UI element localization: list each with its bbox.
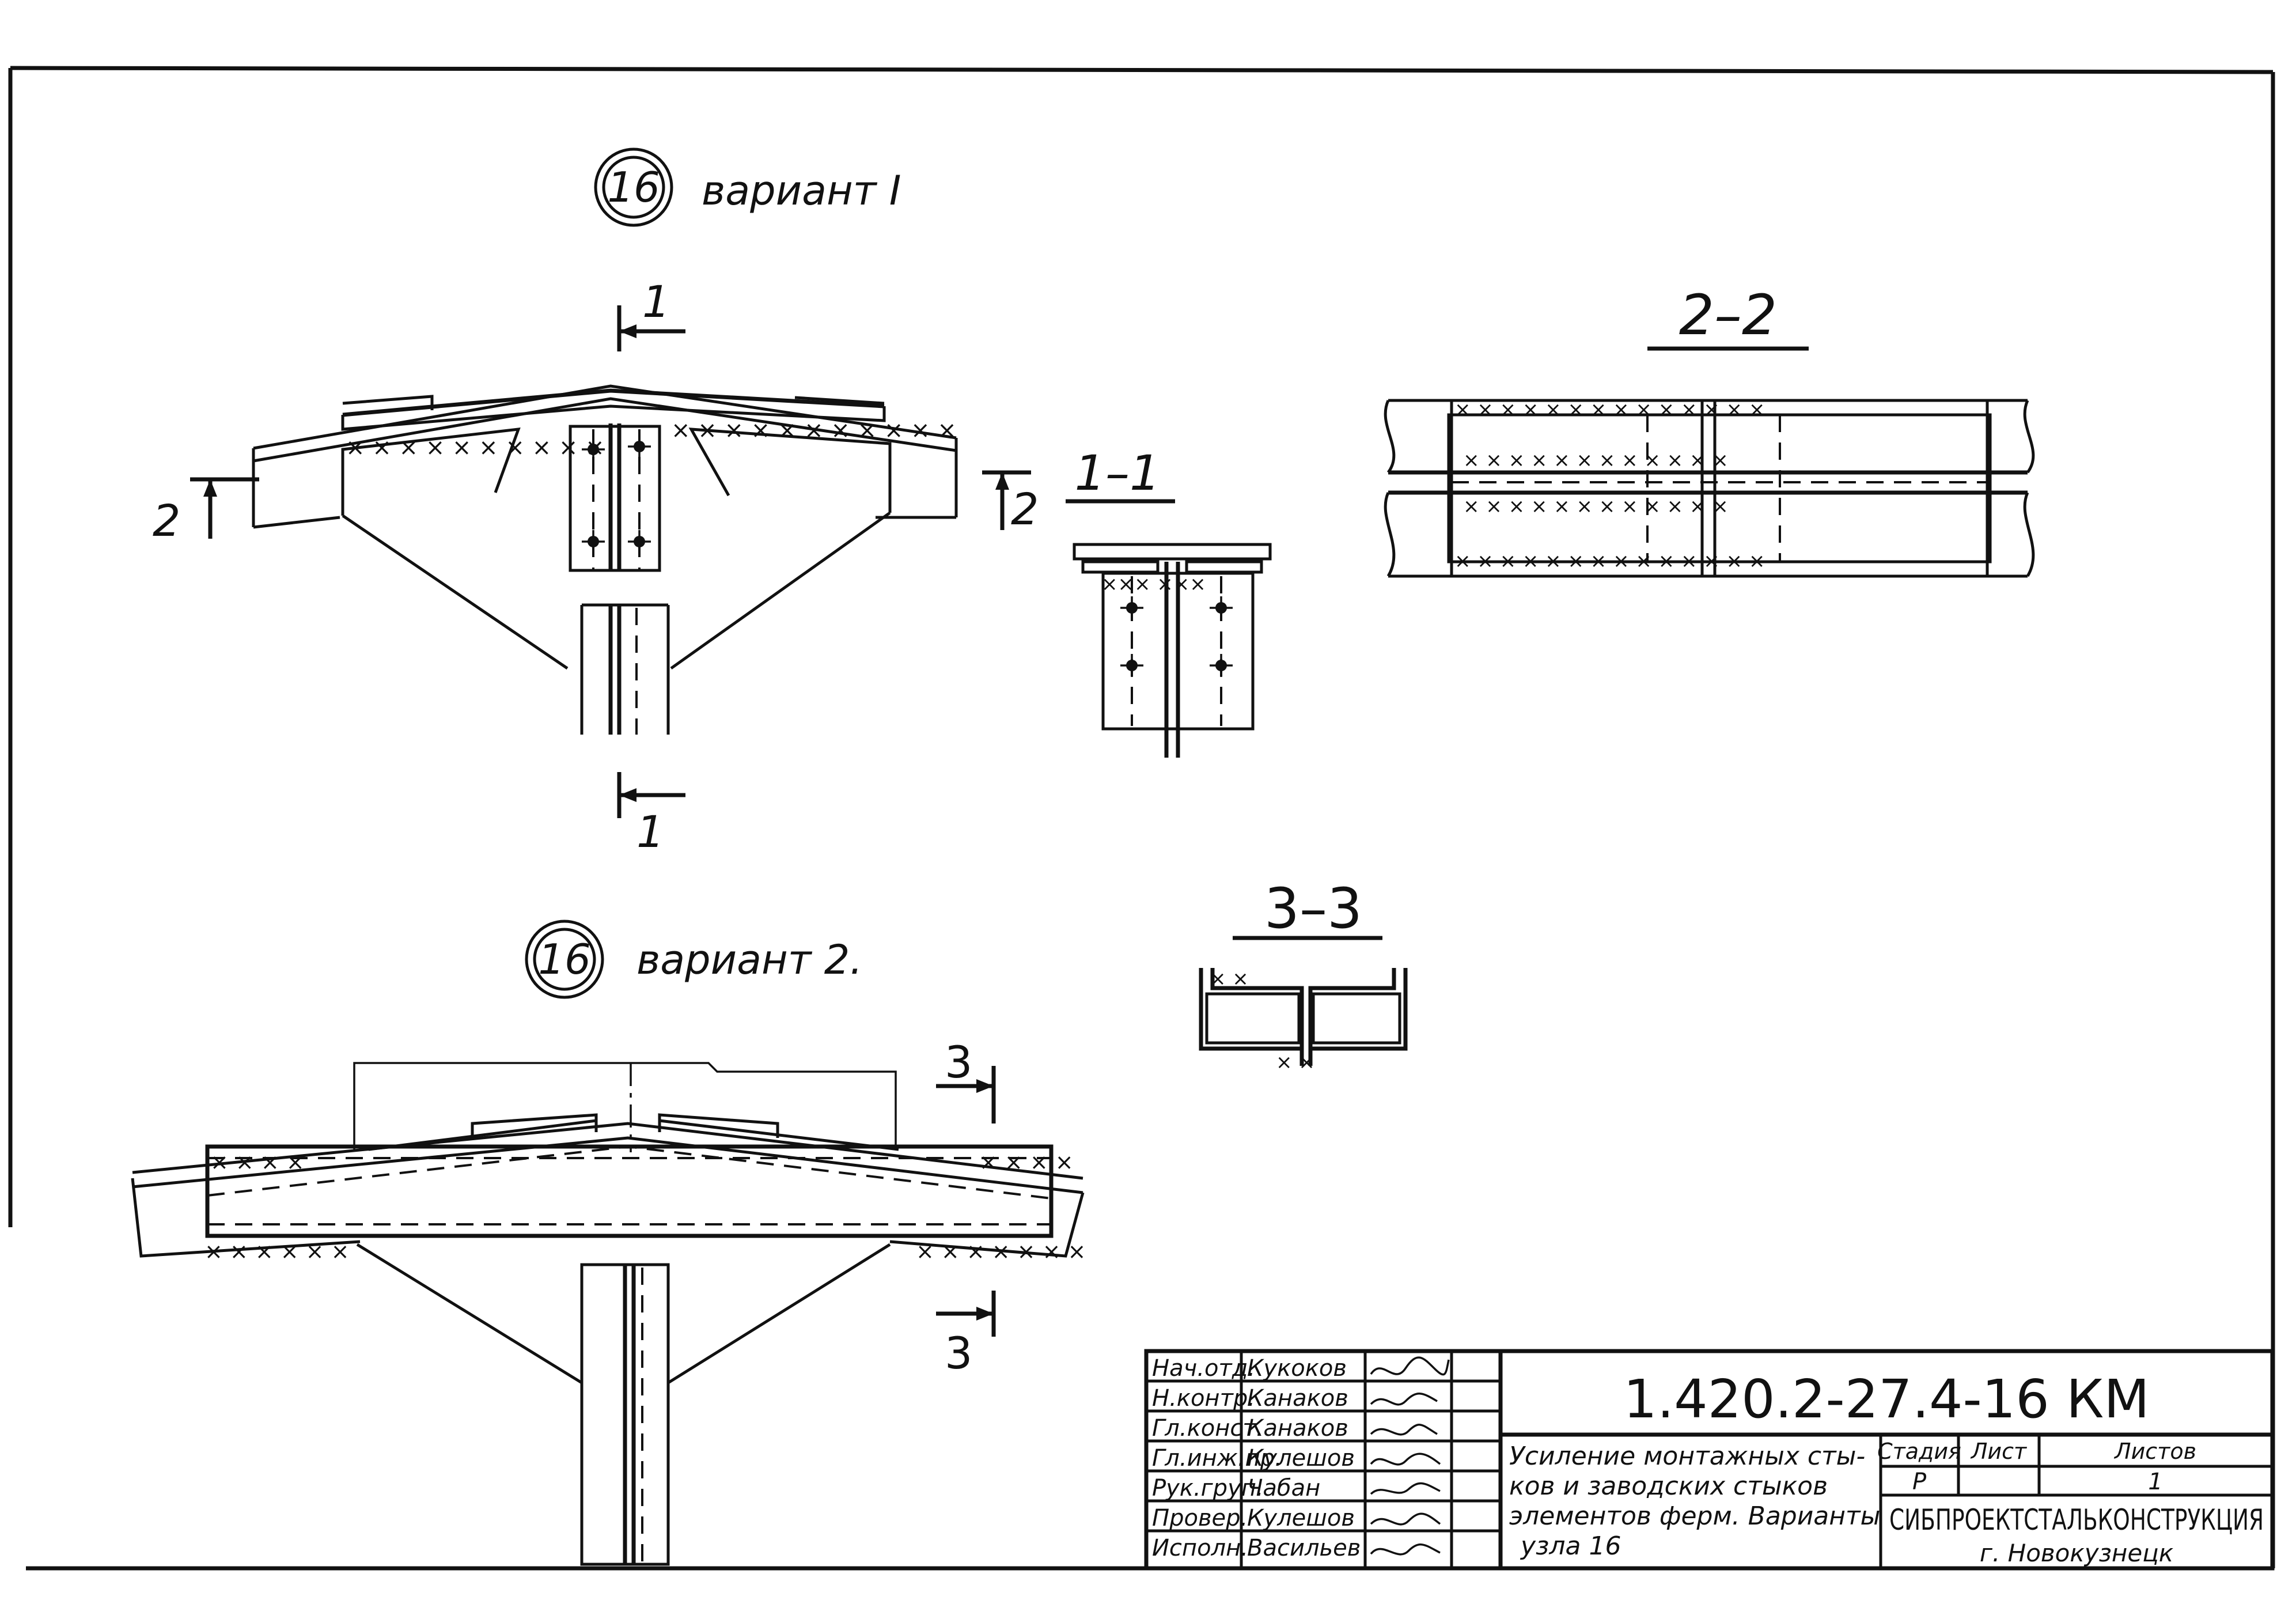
- tb-role-6: Провер.: [1152, 1505, 1248, 1531]
- variant1-node-number: 16: [607, 163, 660, 211]
- weld-marks-s22-mid1: × × × × × × × × × × × ×: [1463, 449, 1729, 472]
- node-marker-circle-inner: [533, 928, 596, 991]
- weld-marks-s33-bottom: × ×: [1276, 1051, 1315, 1074]
- tb-sheets-value: 1: [2148, 1469, 2162, 1495]
- weld-marks-s22-bottom: × × × × × × × × × × × × × ×: [1454, 550, 1765, 573]
- variant2-truss-node: × × × × × × × × × × × × × × × × × × × × …: [131, 1037, 1086, 1566]
- tb-name-6: Кулешов: [1247, 1505, 1355, 1531]
- tb-description-line-4: узла 16: [1520, 1531, 1621, 1561]
- weld-marks-v2-bottom-left: × × × × × ×: [204, 1239, 349, 1264]
- section-1-1-title: 1–1: [1075, 445, 1161, 501]
- variant1-heading: 16 вариант I: [594, 147, 901, 227]
- variant1-truss-node: × × × × × × × × × × × × × × × × × × × × …: [153, 276, 1039, 857]
- tb-sheet-header: Лист: [1970, 1439, 2028, 1464]
- cut-1-bottom-label: 1: [636, 806, 664, 857]
- tb-name-3: Канаков: [1247, 1415, 1348, 1442]
- tb-description-line-2: ков и заводских стыков: [1509, 1472, 1828, 1501]
- variant2-label: вариант 2.: [636, 936, 863, 983]
- variant1-label: вариант I: [702, 167, 901, 214]
- tb-stage-value: Р: [1912, 1469, 1927, 1495]
- cut-1-top-label: 1: [642, 276, 670, 327]
- tb-name-7: Васильев: [1247, 1535, 1361, 1561]
- sheet-frame: [8, 66, 2275, 1571]
- tb-description-line-3: элементов ферм. Варианты: [1509, 1501, 1880, 1531]
- tb-role-2: Н.контр.: [1152, 1385, 1255, 1412]
- cut-2-left-label: 2: [153, 495, 180, 546]
- tb-role-4: Гл.инж.пр.: [1152, 1445, 1282, 1472]
- section-1-1: 1–1 ××× ×××: [1066, 445, 1272, 758]
- tb-city: г. Новокузнецк: [1980, 1539, 2174, 1567]
- weld-marks-s22-top: × × × × × × × × × × × × × ×: [1454, 398, 1765, 421]
- signatures: [1370, 1356, 1450, 1556]
- section-2-2-title: 2–2: [1679, 283, 1777, 347]
- weld-marks-s22-mid2: × × × × × × × × × × × ×: [1463, 495, 1729, 518]
- tb-sheets-header: Листов: [2113, 1439, 2196, 1464]
- tb-name-1: Кукоков: [1247, 1355, 1347, 1382]
- weld-marks-v1-left: × × × × × × × × × ×: [346, 434, 605, 461]
- title-block: Нач.отд. Кукоков Н.контр. Канаков Гл.кон…: [1144, 1349, 2275, 1571]
- tb-stage-header: Стадия: [1877, 1439, 1961, 1464]
- tb-name-5: Чабан: [1247, 1475, 1320, 1501]
- section-2-2: 2–2 × × × × × × × × × × × × × × × × × × …: [1384, 283, 2035, 578]
- cut-3-bottom-label: 3: [945, 1327, 972, 1379]
- weld-marks-v2-top-right: × × × ×: [979, 1149, 1074, 1175]
- section-3-3-title: 3–3: [1264, 876, 1362, 941]
- cut-2-right-label: 2: [1011, 483, 1039, 535]
- section-3-3: 3–3 × × × ×: [1199, 876, 1408, 1074]
- weld-marks-v2-top-left: × × × ×: [210, 1149, 305, 1175]
- tb-role-5: Рук.груп.: [1152, 1475, 1264, 1501]
- variant2-node-number: 16: [538, 935, 591, 983]
- tb-description-line-1: Усиление монтажных сты-: [1509, 1442, 1865, 1471]
- weld-marks-s11: ××× ×××: [1101, 573, 1206, 596]
- node-marker-circle-outer: [525, 920, 604, 999]
- variant2-heading: 16 вариант 2.: [525, 920, 863, 999]
- weld-marks-s33: × ×: [1210, 967, 1249, 990]
- tb-drawing-code: 1.420.2-27.4-16 КМ: [1623, 1368, 2149, 1430]
- tb-name-2: Канаков: [1247, 1385, 1348, 1412]
- bolt-symbols-v1: [582, 435, 651, 553]
- tb-organization: СИБПРОЕКТСТАЛЬКОНСТРУКЦИЯ: [1889, 1503, 2264, 1537]
- tb-name-4: Кулешов: [1247, 1445, 1355, 1472]
- node-marker-circle-outer: [594, 147, 673, 227]
- tb-role-7: Исполн.: [1152, 1535, 1248, 1561]
- tb-role-3: Гл.конст.: [1152, 1415, 1263, 1442]
- tb-role-1: Нач.отд.: [1152, 1355, 1255, 1382]
- weld-marks-v2-bottom-right: × × × × × × ×: [916, 1239, 1086, 1264]
- node-marker-circle-inner: [602, 156, 665, 219]
- cut-3-top-label: 3: [945, 1037, 972, 1088]
